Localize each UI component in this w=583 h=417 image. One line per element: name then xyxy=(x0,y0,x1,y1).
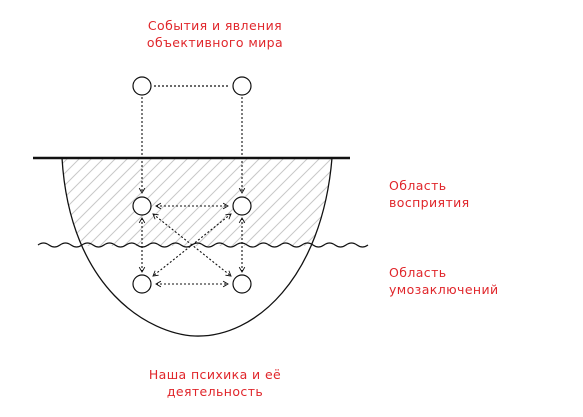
label-world-events-line1: События и явления xyxy=(147,18,283,33)
label-psyche-line1: Наша психика и её xyxy=(148,367,282,382)
label-perception-line2: восприятия xyxy=(389,195,470,210)
perception-circle-left xyxy=(132,196,152,216)
label-world-events: События и явления объективного мира xyxy=(70,17,360,51)
label-psyche-line2: деятельность xyxy=(166,384,264,399)
label-world-events-line2: объективного мира xyxy=(146,35,284,50)
label-reasoning-area: Область умозаключений xyxy=(389,264,499,298)
perception-circle-right xyxy=(232,196,252,216)
wavy-boundary-line xyxy=(37,242,369,248)
world-event-circle-right xyxy=(232,76,252,96)
world-event-circle-left xyxy=(132,76,152,96)
reasoning-circle-left xyxy=(132,274,152,294)
reasoning-circle-right xyxy=(232,274,252,294)
arrow-diagonal-down-left xyxy=(152,213,232,277)
label-reasoning-line1: Область xyxy=(389,265,447,280)
label-perception-area: Область восприятия xyxy=(389,177,470,211)
label-perception-line1: Область xyxy=(389,178,447,193)
label-psyche: Наша психика и её деятельность xyxy=(70,366,360,400)
psyche-bowl xyxy=(61,157,333,337)
label-reasoning-line2: умозаключений xyxy=(389,282,499,297)
